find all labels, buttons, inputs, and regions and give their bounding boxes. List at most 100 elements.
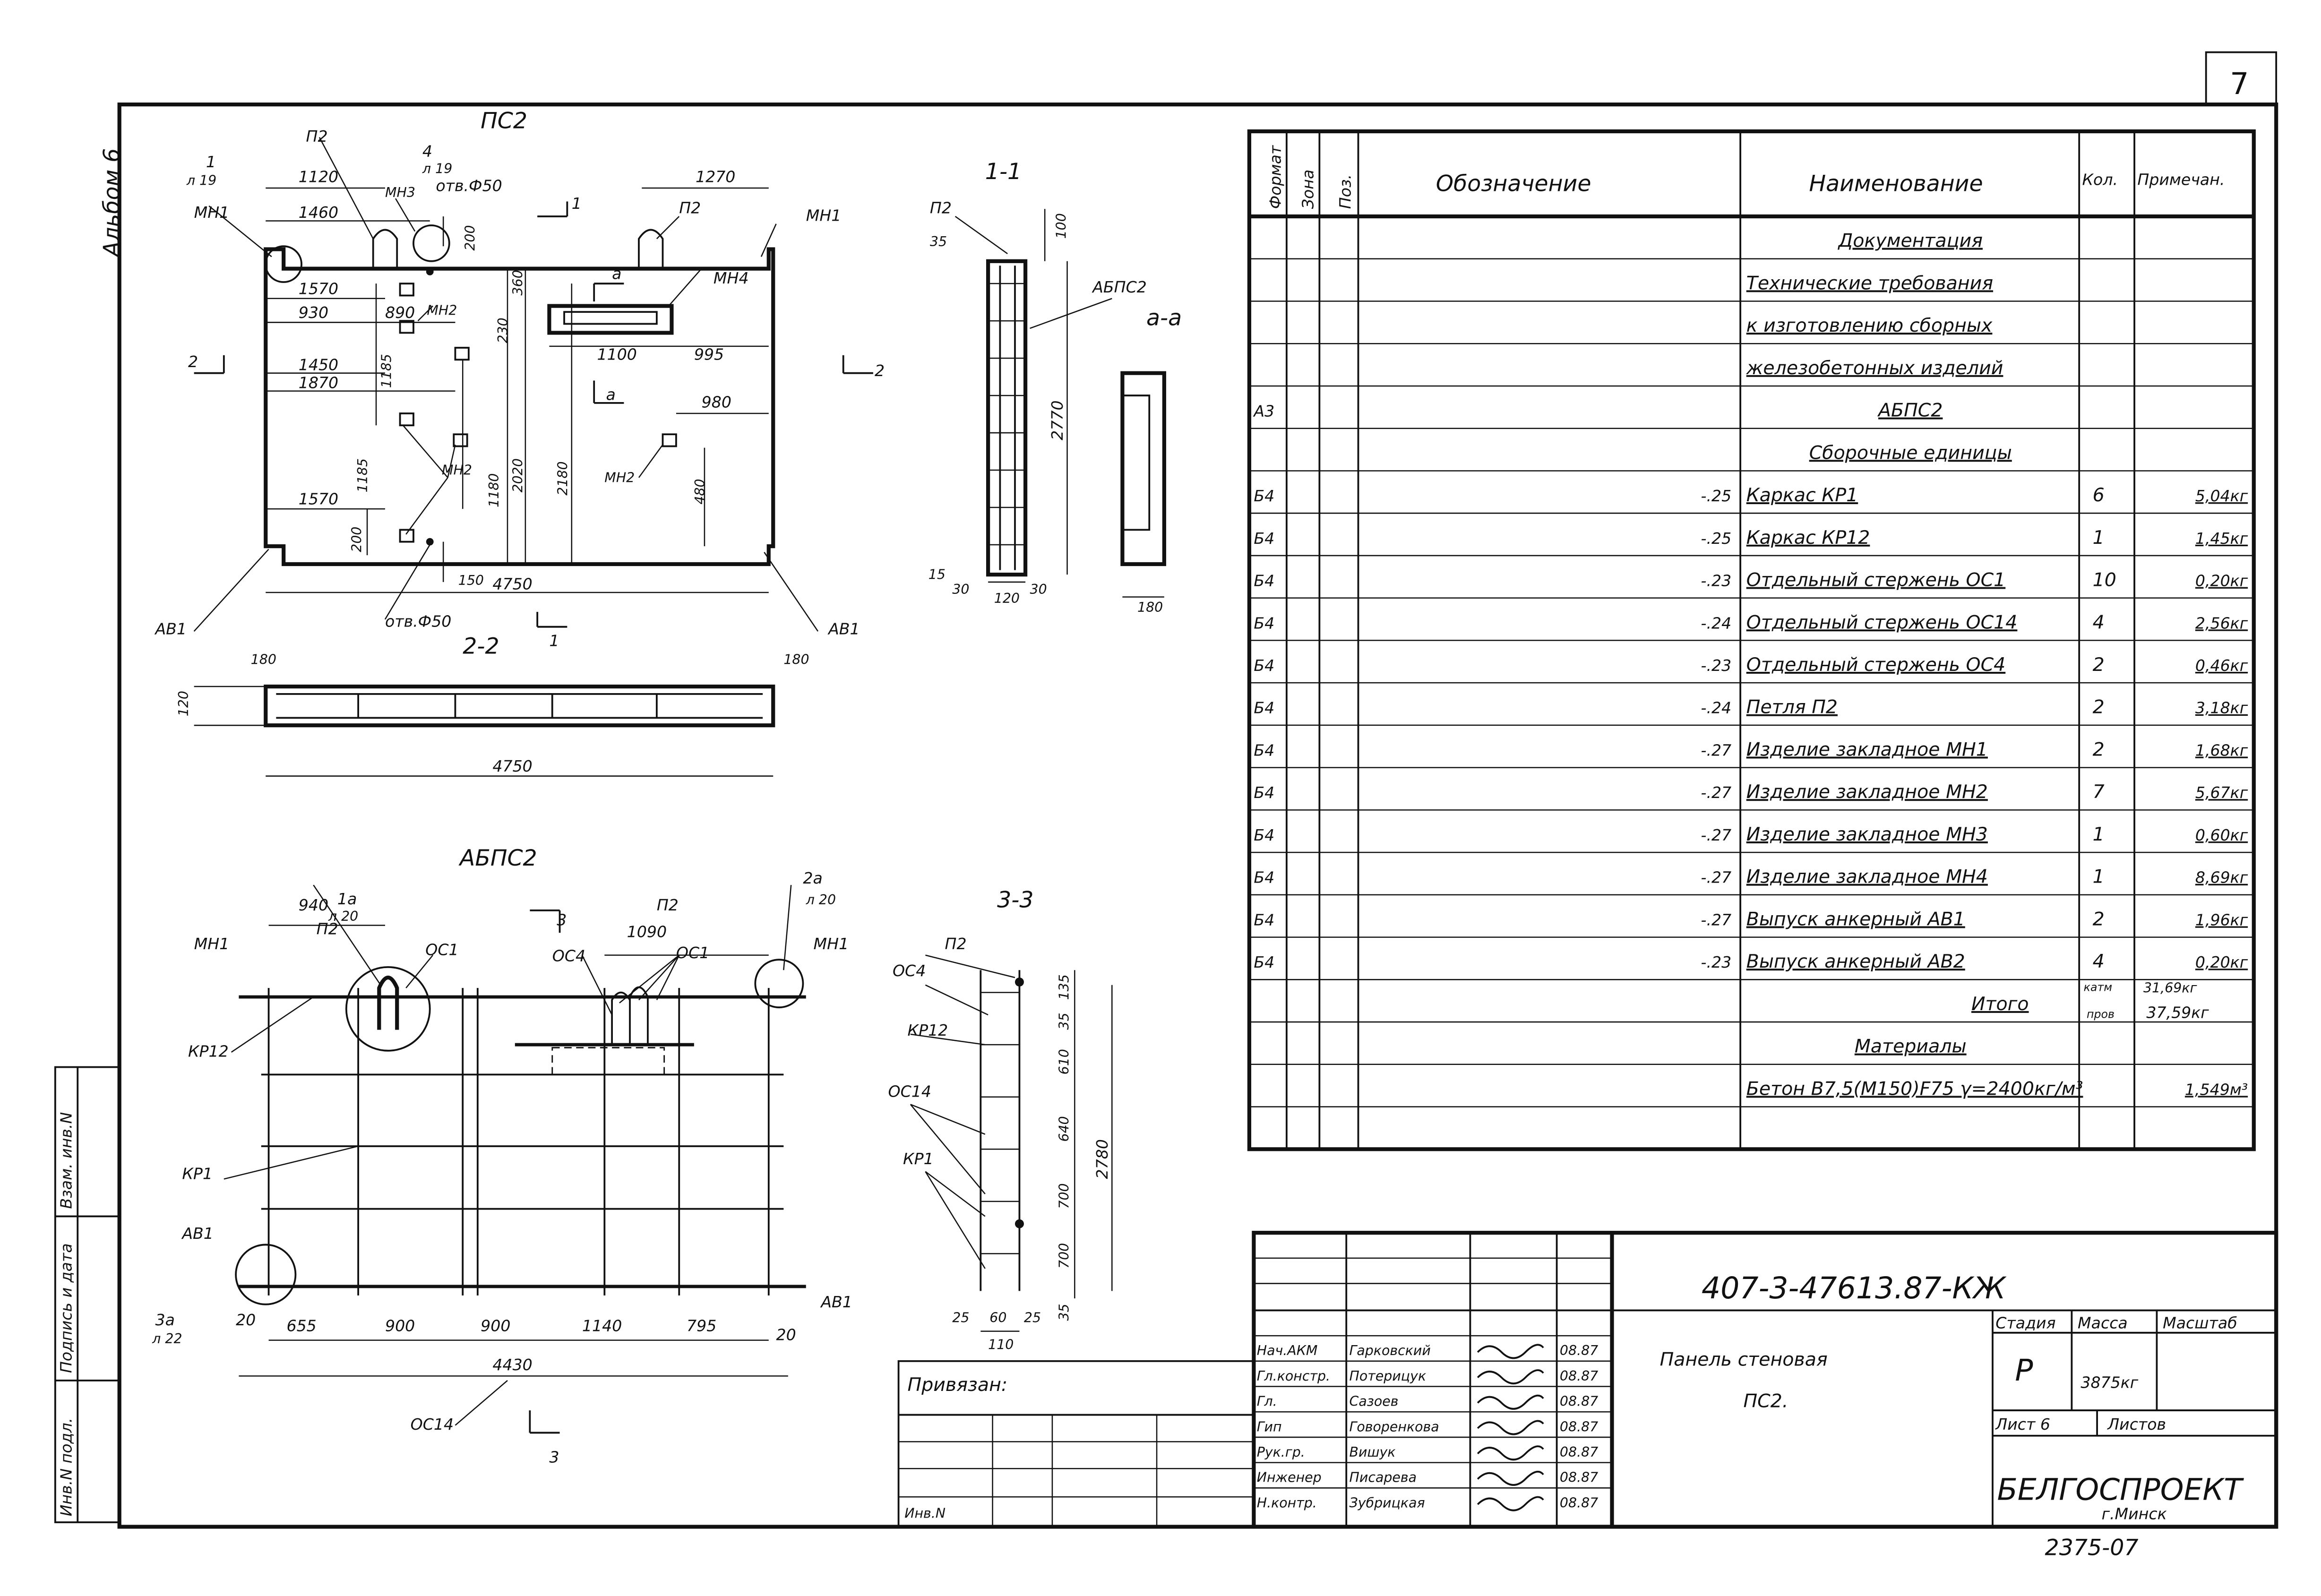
album-label: Альбом 6 [99,148,125,258]
signature-role: Гип [1257,1419,1282,1434]
label-cut-1-bottom: 1 [549,632,559,650]
spec-qty-cell: 1 [2093,527,2105,549]
spec-format-cell: Б4 [1254,699,1274,717]
dim-1570: 1570 [299,279,338,298]
label-cut-2-right: 2 [875,361,885,380]
dim-1120: 1120 [299,167,338,186]
dim-4750: 4750 [492,575,532,593]
dim-180b: 180 [783,652,809,668]
handwritten-signature [1477,1344,1544,1359]
spec-note-cell: 8,69кг [2195,868,2248,887]
label-hole-top: отв.Ф50 [436,176,502,195]
label-oc14: ОС14 [888,1082,931,1101]
spec-note-cell: 0,60кг [2195,826,2248,844]
label-sheet-22: л 22 [152,1331,182,1347]
dim-2180: 2180 [555,461,570,495]
view-title-1-1: 1-1 [985,159,1022,185]
dim-180: 180 [1137,600,1163,615]
dim-640: 640 [1057,1116,1072,1141]
spec-format-cell: Б4 [1254,783,1274,802]
mass-label: Масса [2078,1313,2128,1332]
document-title: Панель стеновая [1660,1348,1828,1370]
signature-role: Гл. [1257,1394,1277,1409]
spec-designation-cell: -.23 [1701,656,1732,675]
spec-note-cell: 1,549м³ [2185,1080,2248,1098]
signature-role: Инженер [1257,1470,1322,1485]
dim-4750: 4750 [492,757,532,775]
label-sheet-19: л 19 [186,173,216,189]
side-stamp: Инв.N подл. Подпись и дата Взам. инв.N [54,1066,120,1523]
view-ps2: ПС2 [155,108,885,650]
spec-name-cell: Выпуск анкерный АВ2 [1746,951,1965,972]
sheet-number: Лист 6 [1995,1415,2050,1433]
header-note: Примечан. [2137,171,2225,189]
label-oc1: ОС1 [425,941,458,959]
spec-note-cell: 0,20кг [2195,953,2248,971]
sheets-count: Листов [2107,1415,2166,1433]
signature-date: 08.87 [1560,1444,1598,1460]
label-cut-3-bottom: 3 [549,1448,559,1467]
dim-1570b: 1570 [299,490,338,508]
label-oc4: ОС4 [893,961,926,980]
label-callout-3a: 3а [155,1311,175,1329]
spec-row: Технические требования [1746,272,1993,294]
label-mn1b: МН1 [814,935,849,953]
spec-format-cell: Б4 [1254,656,1274,675]
spec-name-cell: Изделие закладное МН2 [1746,781,1988,803]
spec-qty-cell: 4 [2093,611,2105,633]
label-sheet-19b: л 19 [422,161,452,176]
spec-qty-cell: 7 [2093,781,2105,803]
spec-name-cell: Отдельный стержень ОС14 [1746,611,2018,633]
dim-180: 180 [251,652,276,668]
dim-2780: 2780 [1093,1139,1111,1179]
dim-230: 230 [495,317,511,343]
label-cut-3-top: 3 [557,910,567,929]
view-title-3-3: 3-3 [997,887,1033,913]
spec-name-cell: железобетонных изделий [1746,357,2003,379]
signature-name: Говоренкова [1350,1419,1439,1434]
spec-designation-cell: -.27 [1701,783,1732,802]
dim-15: 15 [928,567,946,583]
spec-format-cell: Б4 [1254,572,1274,590]
spec-row: Сборочные единицы [1809,442,2012,463]
privyazan-inv: Инв.N [904,1505,946,1521]
dim-1185b: 1185 [355,458,370,492]
spec-note-cell: 3,18кг [2195,699,2248,717]
dim-900: 900 [385,1317,415,1335]
spec-format-cell: Б4 [1254,953,1274,971]
handwritten-signature [1477,1420,1544,1435]
dim-4430: 4430 [492,1356,532,1374]
spec-name-cell: Изделие закладное МН4 [1746,866,1988,888]
label-cut-1-top: 1 [572,194,582,213]
dim-60: 60 [989,1310,1006,1326]
spec-note-cell: 0,46кг [2195,656,2248,675]
spec-qty-cell: 4 [2093,951,2105,972]
total-kgm-value: 31,69кг [2143,980,2197,996]
spec-designation-cell: -.23 [1701,572,1732,590]
stage-label: Стадия [1995,1313,2055,1332]
header-format: Формат [1266,145,1284,209]
dim-35: 35 [1057,1013,1072,1030]
header-name: Наименование [1809,171,1983,197]
label-kr12: КР12 [908,1021,948,1039]
spec-row: Итого [1971,993,2029,1015]
spec-designation-cell: -.24 [1701,699,1732,717]
label-p2: П2 [317,919,338,938]
total-prov-value: 37,59кг [2146,1003,2209,1021]
spec-qty-cell: 10 [2093,569,2116,591]
view-abps2: АБПС2 [152,845,852,1467]
section-3-3: 3-3 П2 ОС4 КР12 ОС14 КР1 135 35 610 640 … [888,887,1113,1353]
label-kr1: КР1 [903,1150,934,1168]
dim-2770: 2770 [1048,400,1066,440]
signature-role: Н.контр. [1257,1495,1317,1510]
document-subtitle: ПС2. [1743,1390,1788,1412]
privyazan-label: Привязан: [908,1374,1008,1396]
